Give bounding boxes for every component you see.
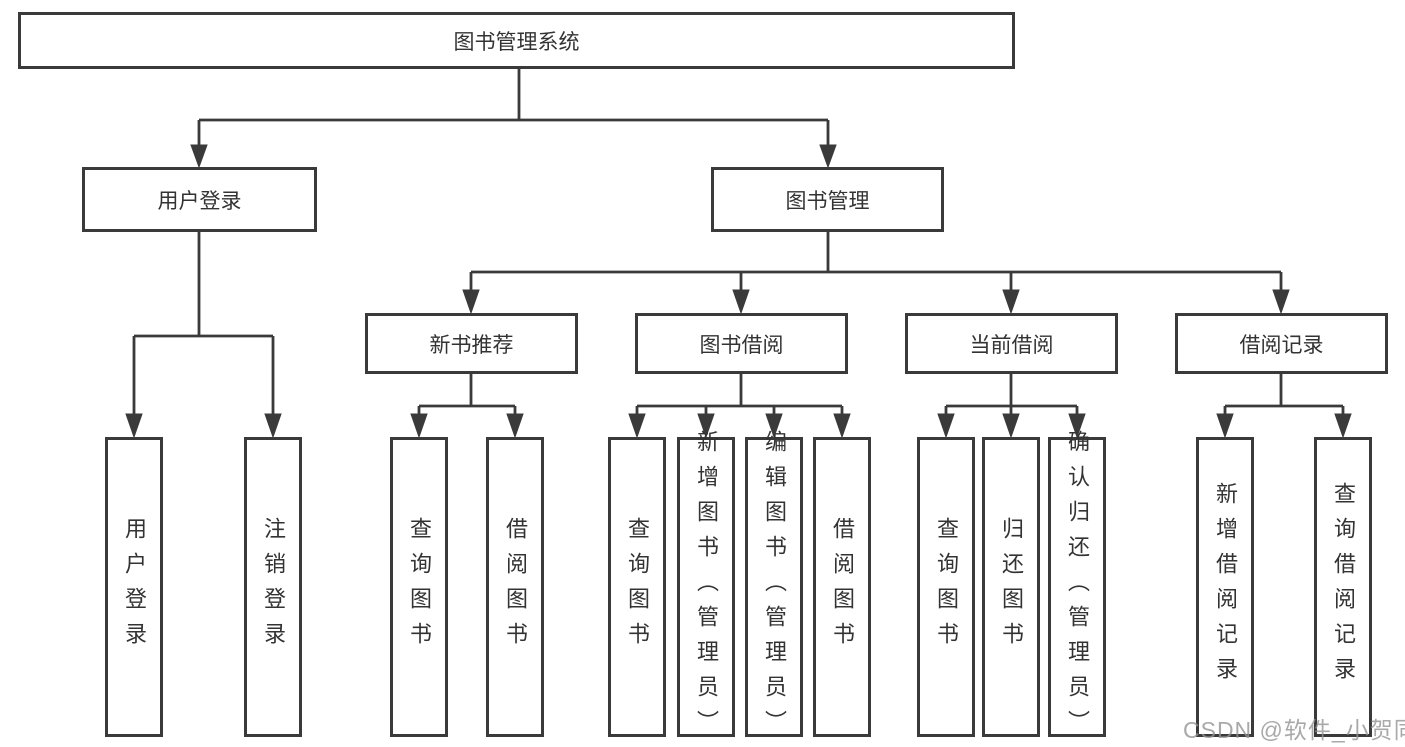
node-book-management: 图书管理	[711, 167, 944, 232]
node-new-book-recommend: 新书推荐	[365, 313, 578, 374]
node-label: 借阅记录	[1239, 333, 1324, 357]
connector-borrowing-children	[628, 374, 851, 439]
node-label: 查询借阅记录	[1331, 482, 1356, 692]
leaf-query-books-borrowing: 查询图书	[608, 437, 666, 737]
node-label: 查询图书	[934, 517, 959, 657]
arrowhead-icon	[462, 289, 480, 315]
leaf-borrow-books: 借阅图书	[813, 437, 871, 737]
arrowhead-icon	[264, 413, 282, 439]
node-label: 图书借阅	[699, 333, 784, 357]
node-book-borrowing: 图书借阅	[635, 313, 848, 374]
node-label: 查询图书	[407, 517, 432, 657]
node-label: 借阅图书	[503, 517, 528, 657]
arrowhead-icon	[937, 413, 955, 439]
leaf-confirm-return-admin: 确认归还（管理员）	[1048, 430, 1106, 745]
arrowhead-icon	[410, 413, 428, 439]
arrowhead-icon	[506, 413, 524, 439]
arrowhead-icon	[1216, 413, 1234, 439]
arrowhead-icon	[628, 413, 646, 439]
arrowhead-icon	[125, 413, 143, 439]
arrowhead-icon	[190, 144, 208, 169]
leaf-return-books: 归还图书	[982, 437, 1040, 737]
node-label: 图书管理系统	[453, 30, 580, 54]
leaf-edit-books-admin: 编辑图书（管理员）	[745, 430, 803, 745]
arrowhead-icon	[1002, 413, 1020, 439]
connector-book-mgmt-children	[462, 232, 1290, 315]
node-user-login: 用户登录	[82, 167, 317, 232]
node-label: 确认归还（管理员）	[1065, 429, 1090, 745]
leaf-query-borrow-record: 查询借阅记录	[1314, 437, 1372, 737]
leaf-query-books-recommend: 查询图书	[390, 437, 448, 737]
node-label: 借阅图书	[830, 517, 855, 657]
arrowhead-icon	[697, 413, 715, 439]
node-label: 新增图书（管理员）	[694, 429, 719, 745]
node-system-root: 图书管理系统	[18, 12, 1015, 69]
arrowhead-icon	[765, 413, 783, 439]
node-label: 归还图书	[999, 517, 1024, 657]
connector-borrow-records-children	[1216, 374, 1352, 439]
arrowhead-icon	[1334, 413, 1352, 439]
leaf-logout: 注销登录	[244, 437, 302, 737]
leaf-user-login: 用户登录	[105, 437, 163, 737]
node-borrow-records: 借阅记录	[1175, 313, 1388, 374]
node-label: 注销登录	[261, 517, 286, 657]
node-label: 新增借阅记录	[1213, 482, 1238, 692]
arrowhead-icon	[1068, 413, 1086, 439]
connector-root-to-level2	[190, 69, 837, 169]
connector-user-login-children	[125, 232, 282, 439]
leaf-query-books-current: 查询图书	[917, 437, 975, 737]
node-label: 查询图书	[625, 517, 650, 657]
node-current-borrowing: 当前借阅	[905, 313, 1118, 374]
arrowhead-icon	[732, 289, 750, 315]
node-label: 用户登录	[157, 189, 242, 213]
connector-new-books-children	[410, 374, 524, 439]
leaf-add-books-admin: 新增图书（管理员）	[677, 430, 735, 745]
connector-current-borrow-children	[937, 374, 1086, 439]
leaf-add-borrow-record: 新增借阅记录	[1196, 437, 1254, 737]
arrowhead-icon	[1272, 289, 1290, 315]
arrowhead-icon	[819, 144, 837, 169]
node-label: 图书管理	[785, 189, 870, 213]
node-label: 编辑图书（管理员）	[762, 429, 787, 745]
arrowhead-icon	[833, 413, 851, 439]
node-label: 当前借阅	[969, 333, 1054, 357]
node-label: 用户登录	[122, 517, 147, 657]
leaf-borrow-books-recommend: 借阅图书	[486, 437, 544, 737]
csdn-watermark: CSDN @软件_小贺同学	[1183, 717, 1405, 743]
arrowhead-icon	[1002, 289, 1020, 315]
node-label: 新书推荐	[429, 333, 514, 357]
